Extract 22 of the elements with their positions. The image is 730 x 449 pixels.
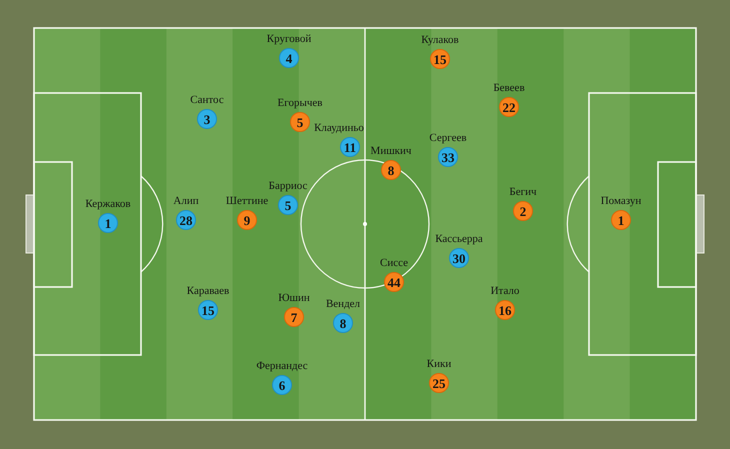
player-name: Клаудиньо bbox=[314, 122, 364, 134]
player-name: Сантос bbox=[190, 94, 224, 106]
player-name: Шеттине bbox=[226, 195, 268, 207]
player-name: Итало bbox=[490, 285, 520, 297]
player-name: Вендел bbox=[326, 298, 360, 310]
player-name: Алип bbox=[173, 195, 199, 207]
player-name: Круговой bbox=[266, 33, 312, 45]
player-name: Егорычев bbox=[278, 97, 322, 109]
player-name: Бегич bbox=[509, 186, 537, 198]
player-name: Кики bbox=[426, 358, 452, 370]
player-name: Караваев bbox=[186, 285, 230, 297]
player-name: Юшин bbox=[278, 292, 310, 304]
player-name: Помазун bbox=[600, 195, 642, 207]
player-name: Кулаков bbox=[421, 34, 459, 46]
player-name: Сиссе bbox=[380, 257, 408, 269]
player-name: Мишкич bbox=[370, 145, 412, 157]
player-name: Бевеев bbox=[493, 82, 525, 94]
player-name: Фернандес bbox=[256, 360, 308, 372]
player-name: Кассьерра bbox=[435, 233, 483, 245]
player-name: Кержаков bbox=[85, 198, 131, 210]
player-name: Барриос bbox=[268, 180, 308, 192]
player-name: Сергеев bbox=[429, 132, 467, 144]
